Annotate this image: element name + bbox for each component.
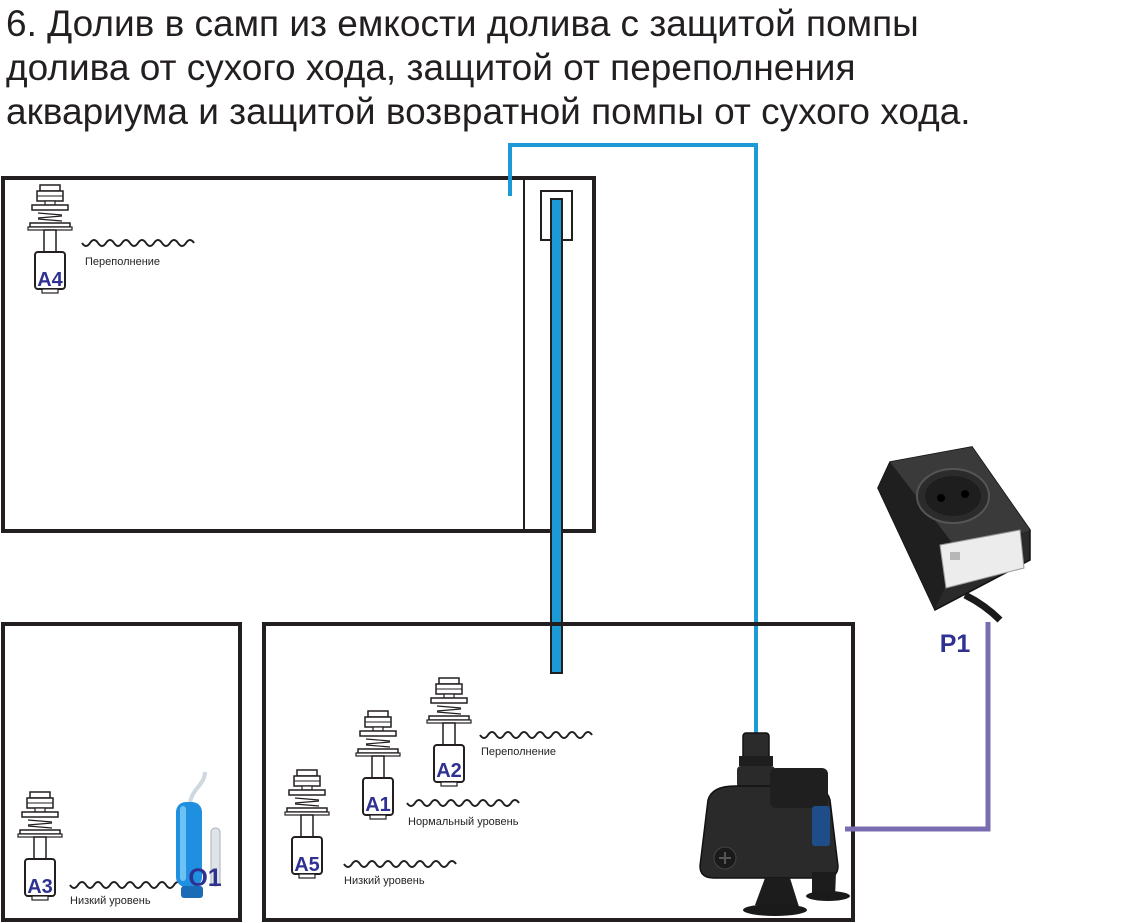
topoff-hose [188,771,207,806]
sensor-a1: A1 Нормальный уровень [355,710,520,828]
sensor-a2-level-label: Переполнение [481,746,556,758]
water-level-wave [406,799,520,807]
topoff-pump-label: O1 [188,864,221,892]
return-pipe [508,143,758,735]
sensor-a4-label: A4 [37,269,63,291]
sensor-a5-label: A5 [294,854,320,876]
sensor-a3: A3 Низкий уровень [17,791,183,907]
title-line-1: 6. Долив в самп из емкости долива с защи… [6,3,919,44]
sensor-a3-level-label: Низкий уровень [70,895,151,907]
title-line-2: долива от сухого хода, защитой от перепо… [6,47,856,88]
sensor-a2: A2 Переполнение [426,677,593,787]
sensor-a5-level-label: Низкий уровень [344,875,425,887]
sensor-a1-label: A1 [365,794,391,816]
topoff-pump-icon [176,802,221,898]
controller-device-icon [877,446,1031,612]
water-level-wave [479,731,593,739]
sensor-a4: A4 Переполнение [27,184,195,294]
sensor-a4-level-label: Переполнение [85,256,160,268]
water-level-wave [81,239,195,247]
diagram-title: 6. Долив в самп из емкости долива с защи… [6,2,1121,134]
topoff-reservoir [1,622,242,922]
sensor-a1-level-label: Нормальный уровень [408,816,519,828]
title-line-3: аквариума и защитой возвратной помпы от … [6,91,971,132]
water-level-wave [343,860,457,868]
topoff-pump-o1: O1 [176,771,222,898]
sump-tank [262,622,855,922]
main-aquarium-tank [1,176,596,533]
return-pump-icon [699,732,850,916]
power-cable [845,622,991,832]
drain-pipe [550,198,563,674]
controller-label: P1 [940,630,971,658]
sensor-a3-label: A3 [27,876,53,898]
sensor-a2-label: A2 [436,760,462,782]
sensor-a5: A5 Низкий уровень [284,769,457,887]
water-level-wave [69,881,183,889]
controller-cord [963,591,1003,623]
